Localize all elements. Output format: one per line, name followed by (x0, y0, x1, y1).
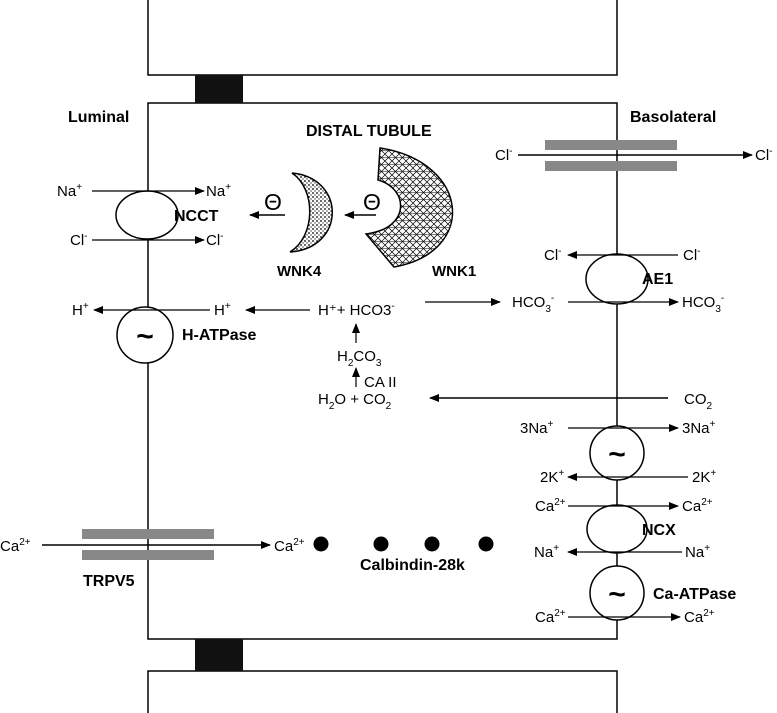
ca-atpase-label: Ca-ATPase (653, 586, 736, 603)
h-atpase-label: H-ATPase (182, 327, 256, 344)
h-atpase-h-out: H+ (72, 301, 89, 319)
ncx-transporter (586, 504, 648, 554)
ae1-label: AE1 (642, 271, 673, 288)
cl-channel-cl-out: Cl- (755, 146, 773, 164)
calbindin-dot (313, 536, 329, 552)
ca-atpase-ca-out: Ca2+ (684, 608, 715, 626)
trpv5-ca-out: Ca2+ (274, 537, 305, 555)
luminal-label: Luminal (68, 109, 129, 126)
wnk1-label: WNK1 (432, 263, 476, 280)
wnk4-shape (289, 172, 333, 253)
ncct-label: NCCT (174, 208, 219, 225)
inhibit-symbol-wnk4: Θ (264, 189, 282, 215)
ae1-hco3-out: HCO3- (682, 293, 724, 315)
trpv5-label: TRPV5 (83, 573, 135, 590)
na-k-atpase-3na-out: 3Na+ (682, 419, 716, 437)
ncct-cl-in: Cl- (70, 231, 88, 249)
ncx-na-out: Na+ (685, 543, 710, 561)
na-k-atpase-2k-in: 2K+ (540, 468, 564, 486)
neighbor-cell-bottom (147, 670, 618, 713)
tight-junction-bottom (195, 639, 243, 671)
ca-atpase-ca-in: Ca2+ (535, 608, 566, 626)
trpv5-bar-top (82, 529, 214, 539)
ncx-ca-in: Ca2+ (535, 497, 566, 515)
basolateral-label: Basolateral (630, 109, 716, 126)
calbindin-dot (478, 536, 494, 552)
na-k-atpase-pump (589, 425, 645, 481)
inhibit-symbol-wnk1: Θ (363, 189, 381, 215)
ae1-cl-in: Cl- (544, 246, 562, 264)
tubule-cell (147, 102, 618, 640)
tight-junction-top (195, 75, 243, 103)
na-k-atpase-pump-symbol: ~ (608, 438, 626, 471)
ca-atpase-pump-symbol: ~ (608, 578, 626, 611)
ae1-cl-out: Cl- (683, 246, 701, 264)
cl-channel-bar-top (545, 140, 677, 150)
calbindin-dot (373, 536, 389, 552)
ncx-label: NCX (642, 522, 676, 539)
neighbor-cell-top (147, 0, 618, 76)
ncct-na-in: Na+ (57, 182, 82, 200)
ncct-transporter (115, 190, 179, 240)
calbindin-dot (424, 536, 440, 552)
ca-atpase-pump (589, 565, 645, 621)
trpv5-ca-in: Ca2+ (0, 537, 31, 555)
h-plus-hco3: H⁺+ HCO3- (318, 301, 395, 319)
co2-basolateral: CO2 (684, 391, 713, 412)
ae1-transporter (585, 253, 649, 305)
ca-ii-label: CA II (364, 374, 397, 391)
calbindin-label: Calbindin-28k (360, 557, 465, 574)
ncx-ca-out: Ca2+ (682, 497, 713, 515)
ae1-hco3-in: HCO3- (512, 293, 554, 315)
h-atpase-h-in: H+ (214, 301, 231, 319)
ncct-cl-out: Cl- (206, 231, 224, 249)
ncct-na-out: Na+ (206, 182, 231, 200)
h-atpase-pump (116, 306, 174, 364)
wnk1-shape (364, 147, 454, 268)
trpv5-bar-bottom (82, 550, 214, 560)
cl-channel-cl-in: Cl- (495, 146, 513, 164)
h-atpase-pump-symbol: ~ (136, 320, 154, 353)
na-k-atpase-2k-out: 2K+ (692, 468, 716, 486)
ncx-na-in: Na+ (534, 543, 559, 561)
wnk4-label: WNK4 (277, 263, 322, 280)
na-k-atpase-3na-in: 3Na+ (520, 419, 554, 437)
cl-channel-bar-bottom (545, 161, 677, 171)
diagram-title: DISTAL TUBULE (306, 123, 432, 140)
h2o-plus-co2: H2O + CO2 (318, 391, 392, 412)
h2co3: H2CO3 (337, 348, 382, 369)
